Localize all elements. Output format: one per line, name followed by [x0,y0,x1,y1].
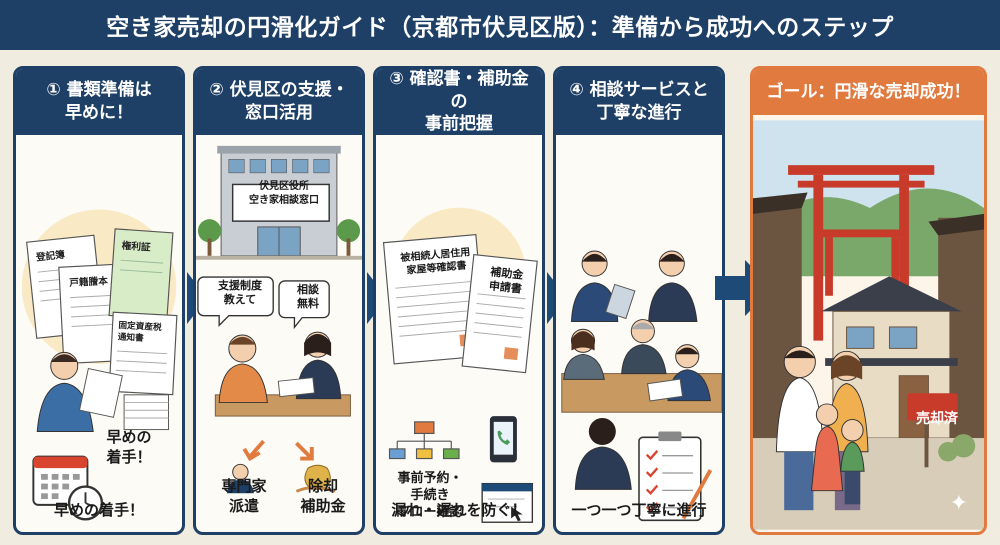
svg-text:戸籍謄本: 戸籍謄本 [68,275,108,289]
step-2-panel: ② 伏見区の支援・ 窓口活用 [193,66,365,535]
calendar-label: 早めの 着手！ [106,428,152,467]
phone-icon [489,416,517,463]
expert-label: 専門家 派遣 [221,477,267,515]
goal-panel: ゴール：円滑な売却成功！ [750,66,987,535]
step-1-header: ① 書類準備は 早めに！ [16,69,182,135]
step-2-illustration [196,145,362,494]
svg-text:通知書: 通知書 [117,331,144,344]
step-3-panel: ③ 確認書・補助金の 事前把握 [373,66,545,535]
step-4-header: ④ 相談サービスと 丁寧な進行 [556,69,722,135]
step-4-panel: ④ 相談サービスと 丁寧な進行 [553,66,725,535]
calendar-icon [32,455,104,521]
goal-header: ゴール：円滑な売却成功！ [753,69,984,115]
bubble-right: 相談 無料 [297,283,319,311]
expert-icon [226,463,254,494]
step-3-caption: 漏れ・遅れを防ぐ！ [391,501,527,519]
step-4-illustration [561,250,722,522]
sold-sign: 売却済 [916,411,958,427]
svg-text:固定資産税: 固定資産税 [118,319,162,333]
sparkle-icon: ✦ [949,491,968,516]
goal-illustration [753,120,984,530]
page-title: 空き家売却の円滑化ガイド（京都市伏見区版）：準備から成功へのステップ [0,0,1000,50]
step-1-panel: ① 書類準備は 早めに！ 登記簿 戸籍謄本 権利証 固定資産税 通知書 [13,66,185,535]
bubble-left: 支援制度 教えて [218,279,262,307]
flowchart-icon [388,421,460,460]
office-sign: 伏見区役所 空き家相談窓口 [249,181,319,206]
money-bag-icon [295,464,336,493]
subsidy-label: 除却 補助金 [300,477,346,515]
flow-label: 事前予約・ 手続き フロー確認 [397,471,463,520]
svg-text:登記簿: 登記簿 [34,249,65,264]
subsidy-doc-label: 補助金 申請書 [488,265,524,296]
svg-text:権利証: 権利証 [121,240,151,254]
browser-icon [481,482,534,523]
step-1-illustration: 登記簿 戸籍謄本 権利証 固定資産税 通知書 [21,209,178,521]
checklist-icon [638,431,713,522]
step-3-header: ③ 確認書・補助金の 事前把握 [376,69,542,135]
step-3-illustration [382,207,538,523]
step-4-caption: 一つ一つ丁寧に進行 [571,501,707,519]
step-1-caption: 早めの着手！ [53,501,144,519]
step-2-header: ② 伏見区の支援・ 窓口活用 [196,69,362,135]
